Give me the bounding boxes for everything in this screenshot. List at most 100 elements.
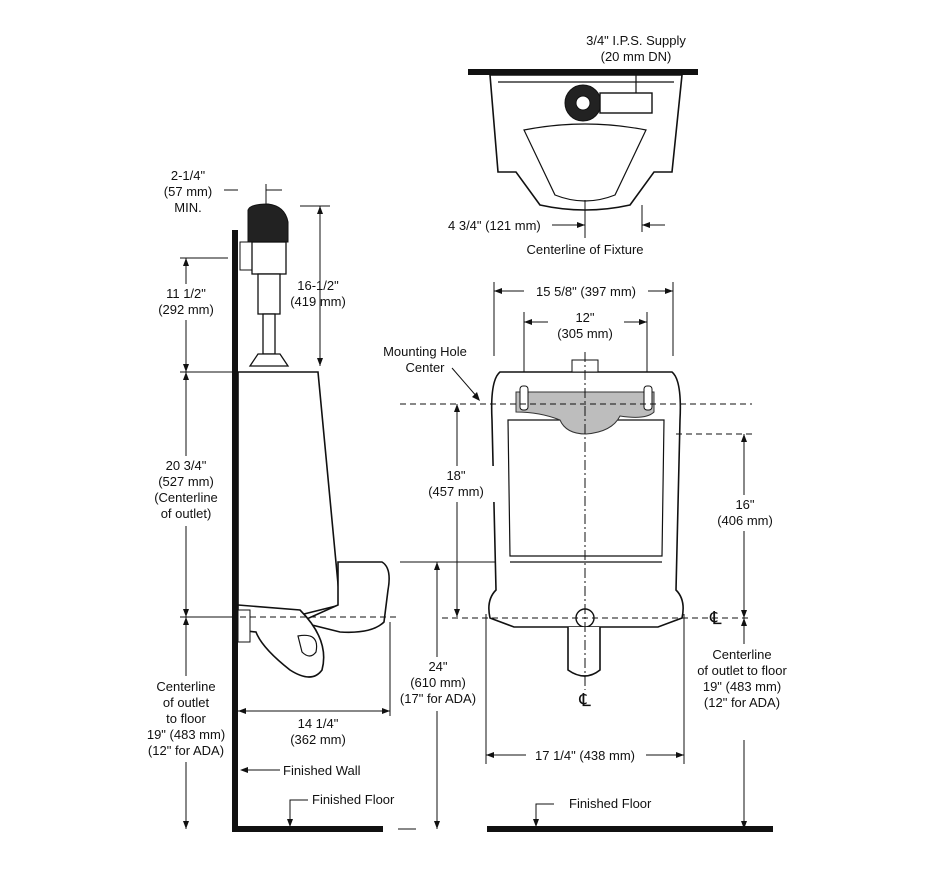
waste-pipe-icon xyxy=(567,627,601,677)
arrow-icon xyxy=(524,319,532,325)
valve-handle-icon xyxy=(247,203,289,243)
vacuum-breaker-icon xyxy=(257,273,281,315)
arrow-icon xyxy=(639,319,647,325)
spud-icon xyxy=(248,353,290,367)
mount-hole-left-icon xyxy=(519,385,529,411)
rim-bg xyxy=(396,657,480,711)
arrow-icon xyxy=(183,821,189,829)
rim-line1: 24" xyxy=(428,659,447,674)
hole-dim-line2: (457 mm) xyxy=(428,484,484,499)
flush-tube-icon xyxy=(262,313,276,355)
rim-line3: (17" for ADA) xyxy=(400,691,476,706)
mounting-label-line1: Mounting Hole xyxy=(383,344,467,359)
floor-dim-line3: 19" (483 mm) xyxy=(703,679,781,694)
centerline-fixture-label: Centerline of Fixture xyxy=(526,242,643,257)
arrow-icon xyxy=(741,610,747,618)
outlet-height-bg xyxy=(148,456,224,526)
outlet-height-line1: 20 3/4" xyxy=(166,458,207,473)
arrow-icon xyxy=(183,372,189,380)
arrow-icon xyxy=(577,222,585,228)
wall-gap-line1: 2-1/4" xyxy=(171,168,206,183)
urinal-side-trap xyxy=(237,604,325,678)
supply-label-line1: 3/4" I.P.S. Supply xyxy=(586,33,686,48)
urinal-side-body xyxy=(237,371,341,616)
outlet-floor-line2: of outlet xyxy=(163,695,210,710)
arrow-icon xyxy=(183,364,189,372)
floor-dim-line4: (12" for ADA) xyxy=(704,695,780,710)
outlet-dim-bg xyxy=(708,495,782,531)
offset-dim-label: 4 3/4" (121 mm) xyxy=(448,218,541,233)
finished-floor-leader-side xyxy=(289,799,308,826)
arrow-icon xyxy=(183,617,189,625)
outlet-height-line3: (Centerline xyxy=(154,490,218,505)
mounting-leader xyxy=(451,367,479,399)
outlet-dim-line2: (406 mm) xyxy=(717,513,773,528)
arrow-icon xyxy=(642,222,650,228)
arrow-icon xyxy=(183,609,189,617)
arrow-icon xyxy=(472,392,480,401)
finished-floor-leader-front xyxy=(535,803,554,826)
arrow-icon xyxy=(240,767,248,773)
width-top-label: 15 5/8" (397 mm) xyxy=(536,284,636,299)
hanger-icon xyxy=(237,609,251,643)
valve-body-side-icon xyxy=(251,241,287,275)
outlet-height-line2: (527 mm) xyxy=(158,474,214,489)
arrow-icon xyxy=(454,609,460,617)
outlet-icon xyxy=(297,634,318,657)
finished-floor-label-side: Finished Floor xyxy=(312,792,395,807)
arrow-icon xyxy=(494,288,502,294)
valve-cap-icon xyxy=(575,95,591,111)
floor-dim-line2: of outlet to floor xyxy=(697,663,787,678)
supply-label-line2: (20 mm DN) xyxy=(601,49,672,64)
cl-symbol-right: ℄ xyxy=(709,608,722,628)
side-view: 2-1/4" (57 mm) MIN. 16-1/2" (419 mm) xyxy=(140,168,548,832)
outlet-floor-line1: Centerline xyxy=(156,679,215,694)
arrow-icon xyxy=(741,434,747,442)
arrow-icon xyxy=(183,258,189,266)
finished-floor-label-front: Finished Floor xyxy=(569,796,652,811)
arrow-icon xyxy=(317,206,323,214)
valve-pipe-icon xyxy=(599,92,653,114)
floor-dim-bg xyxy=(690,644,798,740)
front-view: 15 5/8" (397 mm) 12" (305 mm) Mounting H… xyxy=(383,282,798,832)
arrow-icon xyxy=(238,708,246,714)
wall-gap-line2: (57 mm) xyxy=(164,184,212,199)
hole-dim-bg xyxy=(418,466,496,502)
floor-dim-line1: Centerline xyxy=(712,647,771,662)
valve-dim-line1: 11 1/2" xyxy=(166,286,206,301)
arrow-icon xyxy=(486,752,494,758)
arrow-icon xyxy=(665,288,673,294)
outlet-floor-line4: 19" (483 mm) xyxy=(147,727,225,742)
rim-line2: (610 mm) xyxy=(410,675,466,690)
outlet-floor-line5: (12" for ADA) xyxy=(148,743,224,758)
top-fixture-bowl xyxy=(523,123,647,202)
valve-height-line2: (419 mm) xyxy=(290,294,346,309)
arrow-icon xyxy=(434,821,440,829)
urinal-side-lip xyxy=(297,561,390,634)
valve-dim-bg xyxy=(150,284,222,320)
arrow-icon xyxy=(533,819,539,827)
depth-line2: (362 mm) xyxy=(290,732,346,747)
valve-height-line1: 16-1/2" xyxy=(297,278,339,293)
outlet-dim-line1: 16" xyxy=(735,497,754,512)
valve-mount-icon xyxy=(239,241,253,271)
outlet-height-line4: of outlet) xyxy=(161,506,212,521)
top-view: 3/4" I.P.S. Supply (20 mm DN) 4 3/4" (12… xyxy=(448,33,698,257)
holes-line2: (305 mm) xyxy=(557,326,613,341)
arrow-icon xyxy=(741,618,747,626)
arrow-icon xyxy=(741,821,747,829)
mount-hole-right-icon xyxy=(643,385,653,411)
valve-dim-line2: (292 mm) xyxy=(158,302,214,317)
holes-line1: 12" xyxy=(575,310,594,325)
arrow-icon xyxy=(676,752,684,758)
outlet-floor-line3: to floor xyxy=(166,711,206,726)
outlet-floor-bg xyxy=(140,676,232,762)
depth-line1: 14 1/4" xyxy=(298,716,339,731)
arrow-icon xyxy=(454,404,460,412)
mounting-label-line2: Center xyxy=(405,360,445,375)
urinal-front-body xyxy=(488,371,684,628)
arrow-icon xyxy=(434,562,440,570)
arrow-icon xyxy=(287,819,293,827)
finished-wall-label: Finished Wall xyxy=(283,763,361,778)
